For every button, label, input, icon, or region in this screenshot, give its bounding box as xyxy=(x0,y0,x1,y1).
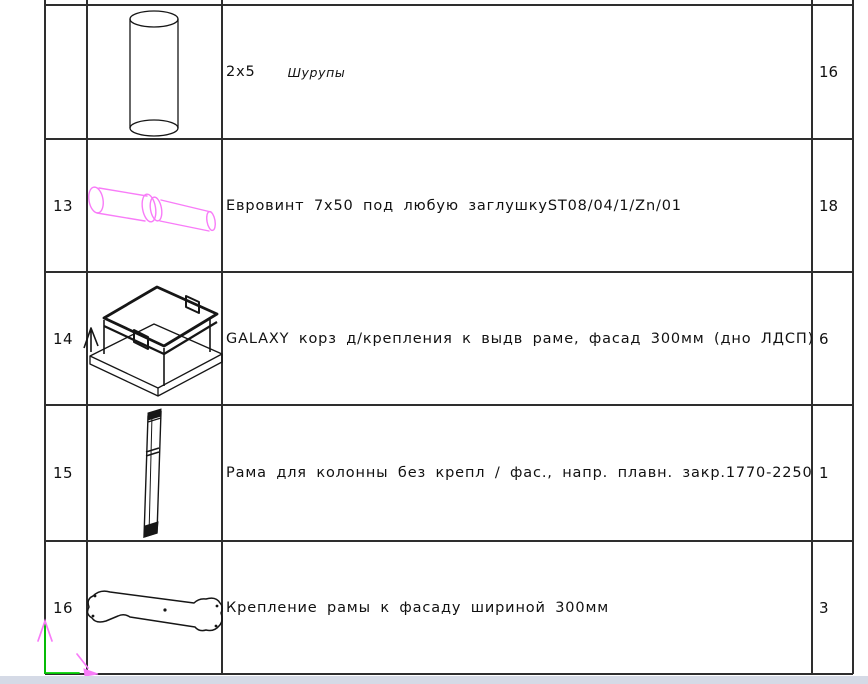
ucs-axis-icon xyxy=(37,618,99,677)
description-cell: 2x5 Шурупы xyxy=(222,5,814,139)
vertical-frame-rail-sketch xyxy=(143,408,162,538)
description-cell: Рама для колонны без крепл / фас., напр.… xyxy=(226,465,813,481)
description-cell: GALAXY корз д/крепления к выдв раме, фас… xyxy=(226,330,815,347)
euro-screw-magenta-sketch xyxy=(88,186,216,232)
row-number-cell: 13 xyxy=(53,196,74,215)
row-number-cell: 15 xyxy=(53,464,74,482)
description-cell: Крепление рамы к фасаду шириной 300мм xyxy=(226,599,610,616)
size-label: 2x5 xyxy=(226,64,256,80)
status-bar-edge xyxy=(0,676,868,684)
quantity-cell: 1 xyxy=(819,464,829,482)
quantity-cell: 6 xyxy=(819,329,829,348)
quantity-cell: 3 xyxy=(819,598,829,617)
vertical-cylinder-dowel-sketch xyxy=(129,10,179,137)
dogbone-bracket-plate-sketch xyxy=(86,590,224,632)
row-number-cell: 14 xyxy=(53,329,74,348)
table-grid-lines xyxy=(44,0,854,675)
row-number-cell: 16 xyxy=(53,598,74,617)
description-note: Шурупы xyxy=(287,64,346,80)
quantity-cell: 16 xyxy=(819,63,839,81)
quantity-cell: 18 xyxy=(819,196,839,215)
basket-frame-isometric-sketch xyxy=(83,285,223,397)
description-cell: Евровинт 7x50 под любую заглушкуST08/04/… xyxy=(226,197,682,214)
row-number-cell xyxy=(45,5,93,139)
